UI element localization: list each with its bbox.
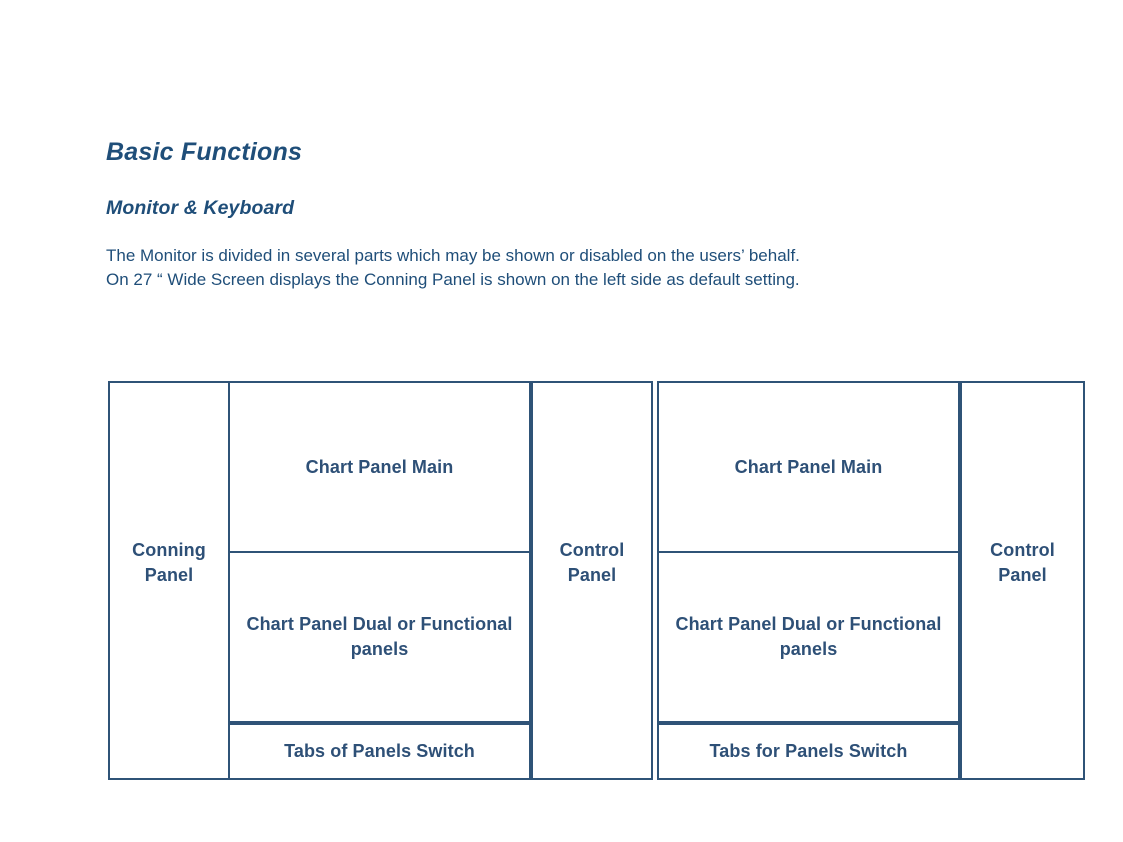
left-tabs-switch-label: Tabs of Panels Switch [284, 741, 475, 761]
paragraph-line-1: The Monitor is divided in several parts … [106, 246, 800, 265]
conning-panel-label: Conning Panel [132, 540, 206, 585]
right-chart-panel-dual-label: Chart Panel Dual or Functional panels [675, 614, 942, 659]
right-tabs-switch-label: Tabs for Panels Switch [709, 741, 908, 761]
left-chart-panel-main-label: Chart Panel Main [305, 456, 454, 477]
left-control-panel-label: Control Panel [559, 540, 625, 585]
left-control-panel-box: Control Panel [531, 381, 653, 780]
right-chart-panel-main-box: Chart Panel Main [657, 381, 960, 553]
right-chart-panel-dual-box: Chart Panel Dual or Functional panels [657, 551, 960, 723]
section-subtitle: Monitor & Keyboard [106, 197, 295, 219]
right-tabs-switch-box: Tabs for Panels Switch [657, 723, 960, 780]
monitor-layout-diagram: Conning Panel Chart Panel Main Chart Pan… [106, 379, 1087, 780]
paragraph-line-2: On 27 “ Wide Screen displays the Conning… [106, 269, 800, 289]
page-title: Basic Functions [106, 138, 303, 166]
left-chart-panel-dual-box: Chart Panel Dual or Functional panels [228, 551, 531, 723]
left-chart-panel-main-box: Chart Panel Main [228, 381, 531, 553]
right-control-panel-label: Control Panel [990, 540, 1055, 585]
right-chart-panel-main-label: Chart Panel Main [734, 456, 883, 477]
right-control-panel-box: Control Panel [960, 381, 1085, 780]
left-chart-panel-dual-label: Chart Panel Dual or Functional panels [246, 614, 513, 659]
left-tabs-switch-box: Tabs of Panels Switch [228, 723, 531, 780]
body-paragraph: The Monitor is divided in several parts … [106, 244, 1096, 291]
conning-panel-box: Conning Panel [108, 381, 230, 780]
